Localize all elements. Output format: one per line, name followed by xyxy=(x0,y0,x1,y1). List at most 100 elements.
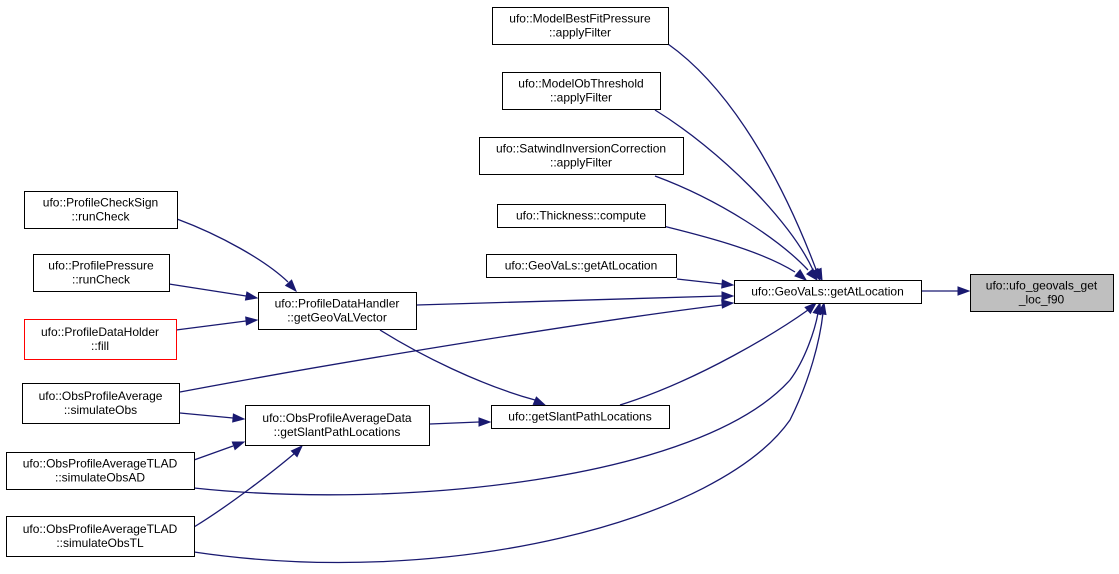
node-tladTL[interactable]: ufo::ObsProfileAverageTLAD::simulateObsT… xyxy=(6,516,195,557)
node-label: ufo::GeoVaLs::getAtLocation xyxy=(751,285,904,299)
edge-modelObThreshold-to-getAtLocation xyxy=(654,109,821,282)
node-label: ufo::ObsProfileAverageTLAD xyxy=(23,457,178,471)
edge-line xyxy=(193,312,819,496)
node-box[interactable] xyxy=(502,72,661,110)
node-obsProfileAverage[interactable]: ufo::ObsProfileAverage::simulateObs xyxy=(22,383,180,424)
node-profileCheckSign[interactable]: ufo::ProfileCheckSign::runCheck xyxy=(24,191,178,229)
arrowhead xyxy=(721,299,735,309)
node-label: ufo::ObsProfileAverage xyxy=(39,389,163,403)
edge-line xyxy=(667,43,818,273)
arrowhead xyxy=(245,316,259,326)
node-root[interactable]: ufo::ufo_geovals_get_loc_f90 xyxy=(970,274,1114,312)
edge-obsProfileAverage-to-getAtLocation xyxy=(179,299,735,393)
edge-line xyxy=(193,452,296,528)
edge-line xyxy=(654,223,796,273)
node-getAtLocation[interactable]: ufo::GeoVaLs::getAtLocation xyxy=(734,280,922,304)
arrowhead xyxy=(232,413,246,423)
node-box[interactable] xyxy=(24,191,178,229)
node-label: ufo::ProfileDataHolder xyxy=(41,325,159,339)
arrowhead xyxy=(721,291,735,301)
node-box[interactable] xyxy=(24,319,177,360)
edge-tladAD-to-obsProfileAverageData xyxy=(193,441,246,461)
node-label: ufo::ObsProfileAverageTLAD xyxy=(23,522,178,536)
node-modelObThreshold[interactable]: ufo::ModelObThreshold::applyFilter xyxy=(502,72,661,110)
node-label: _loc_f90 xyxy=(1018,293,1065,307)
node-box[interactable] xyxy=(734,280,922,304)
arrowhead xyxy=(804,302,818,315)
node-box[interactable] xyxy=(491,405,670,429)
node-label: ufo::ProfilePressure xyxy=(48,259,154,273)
node-box[interactable] xyxy=(258,292,417,330)
node-box[interactable] xyxy=(497,204,666,228)
edge-getAtLocation2-to-getAtLocation xyxy=(676,278,735,289)
node-satwind[interactable]: ufo::SatwindInversionCorrection::applyFi… xyxy=(479,137,684,175)
node-label: ufo::ProfileCheckSign xyxy=(43,196,158,210)
edge-line xyxy=(654,175,809,271)
node-profileDataHolder[interactable]: ufo::ProfileDataHolder::fill xyxy=(24,319,177,360)
edge-line xyxy=(176,218,289,283)
edge-tladAD-to-getAtLocation xyxy=(193,301,822,496)
node-box[interactable] xyxy=(970,274,1114,312)
node-thickness[interactable]: ufo::Thickness::compute xyxy=(497,204,666,228)
node-label: ufo::ProfileDataHandler xyxy=(275,297,400,311)
arrowhead xyxy=(794,269,808,281)
arrowhead xyxy=(244,291,259,301)
node-label: ::applyFilter xyxy=(550,91,612,105)
node-label: ::runCheck xyxy=(71,210,130,224)
edge-profileCheckSign-to-profileDataHandler xyxy=(176,218,297,293)
edge-line xyxy=(179,412,234,419)
node-label: ufo::Thickness::compute xyxy=(516,209,646,223)
arrowhead xyxy=(478,417,492,427)
edge-getAtLocation-to-root xyxy=(922,286,971,296)
node-label: ufo::GeoVaLs::getAtLocation xyxy=(505,259,658,273)
edge-line xyxy=(193,312,824,564)
edge-line xyxy=(175,320,247,331)
node-box[interactable] xyxy=(245,405,430,446)
arrowhead xyxy=(284,279,297,293)
node-box[interactable] xyxy=(492,7,669,45)
node-box[interactable] xyxy=(486,254,677,278)
node-label: ::fill xyxy=(91,339,109,353)
node-box[interactable] xyxy=(479,137,684,175)
edge-obsProfileAverage-to-obsProfileAverageData xyxy=(179,412,246,423)
edge-tladTL-to-obsProfileAverageData xyxy=(193,444,304,528)
node-label: ::getGeoVaLVector xyxy=(287,311,387,325)
edge-line xyxy=(654,109,814,271)
node-profilePressure[interactable]: ufo::ProfilePressure::runCheck xyxy=(33,254,170,292)
edge-line xyxy=(379,329,536,401)
node-tladAD[interactable]: ufo::ObsProfileAverageTLAD::simulateObsA… xyxy=(6,452,195,490)
node-label: ufo::ufo_geovals_get xyxy=(986,279,1098,293)
edge-line xyxy=(619,309,809,406)
node-getSlantPath[interactable]: ufo::getSlantPathLocations xyxy=(491,405,670,429)
node-label: ufo::getSlantPathLocations xyxy=(508,410,651,424)
node-modelBestFit[interactable]: ufo::ModelBestFitPressure::applyFilter xyxy=(492,7,669,45)
arrowhead xyxy=(231,441,246,451)
edge-profileDataHandler-to-getAtLocation xyxy=(416,291,735,306)
arrowhead xyxy=(957,286,971,296)
node-box[interactable] xyxy=(6,452,195,490)
node-label: ::getSlantPathLocations xyxy=(274,425,401,439)
arrowhead xyxy=(290,444,304,458)
node-label: ::simulateObsTL xyxy=(56,536,144,550)
node-label: ufo::ModelBestFitPressure xyxy=(509,12,651,26)
edge-tladTL-to-getAtLocation xyxy=(193,301,827,564)
node-box[interactable] xyxy=(6,516,195,557)
edge-line xyxy=(168,283,247,297)
node-label: ufo::ObsProfileAverageData xyxy=(262,411,412,425)
arrowhead xyxy=(806,268,818,282)
edge-profileDataHolder-to-profileDataHandler xyxy=(175,316,259,331)
edge-line xyxy=(429,421,480,425)
node-label: ::runCheck xyxy=(72,273,131,287)
node-getAtLocation2[interactable]: ufo::GeoVaLs::getAtLocation xyxy=(486,254,677,278)
node-label: ::applyFilter xyxy=(549,26,611,40)
node-obsProfileAverageData[interactable]: ufo::ObsProfileAverageData::getSlantPath… xyxy=(245,405,430,446)
node-profileDataHandler[interactable]: ufo::ProfileDataHandler::getGeoVaLVector xyxy=(258,292,417,330)
node-box[interactable] xyxy=(22,383,180,424)
node-label: ::simulateObs xyxy=(64,403,137,417)
node-label: ::applyFilter xyxy=(550,156,612,170)
arrowhead xyxy=(817,301,827,316)
node-box[interactable] xyxy=(33,254,170,292)
edge-profileDataHandler-to-getSlantPath xyxy=(379,329,547,406)
edge-line xyxy=(416,295,723,306)
